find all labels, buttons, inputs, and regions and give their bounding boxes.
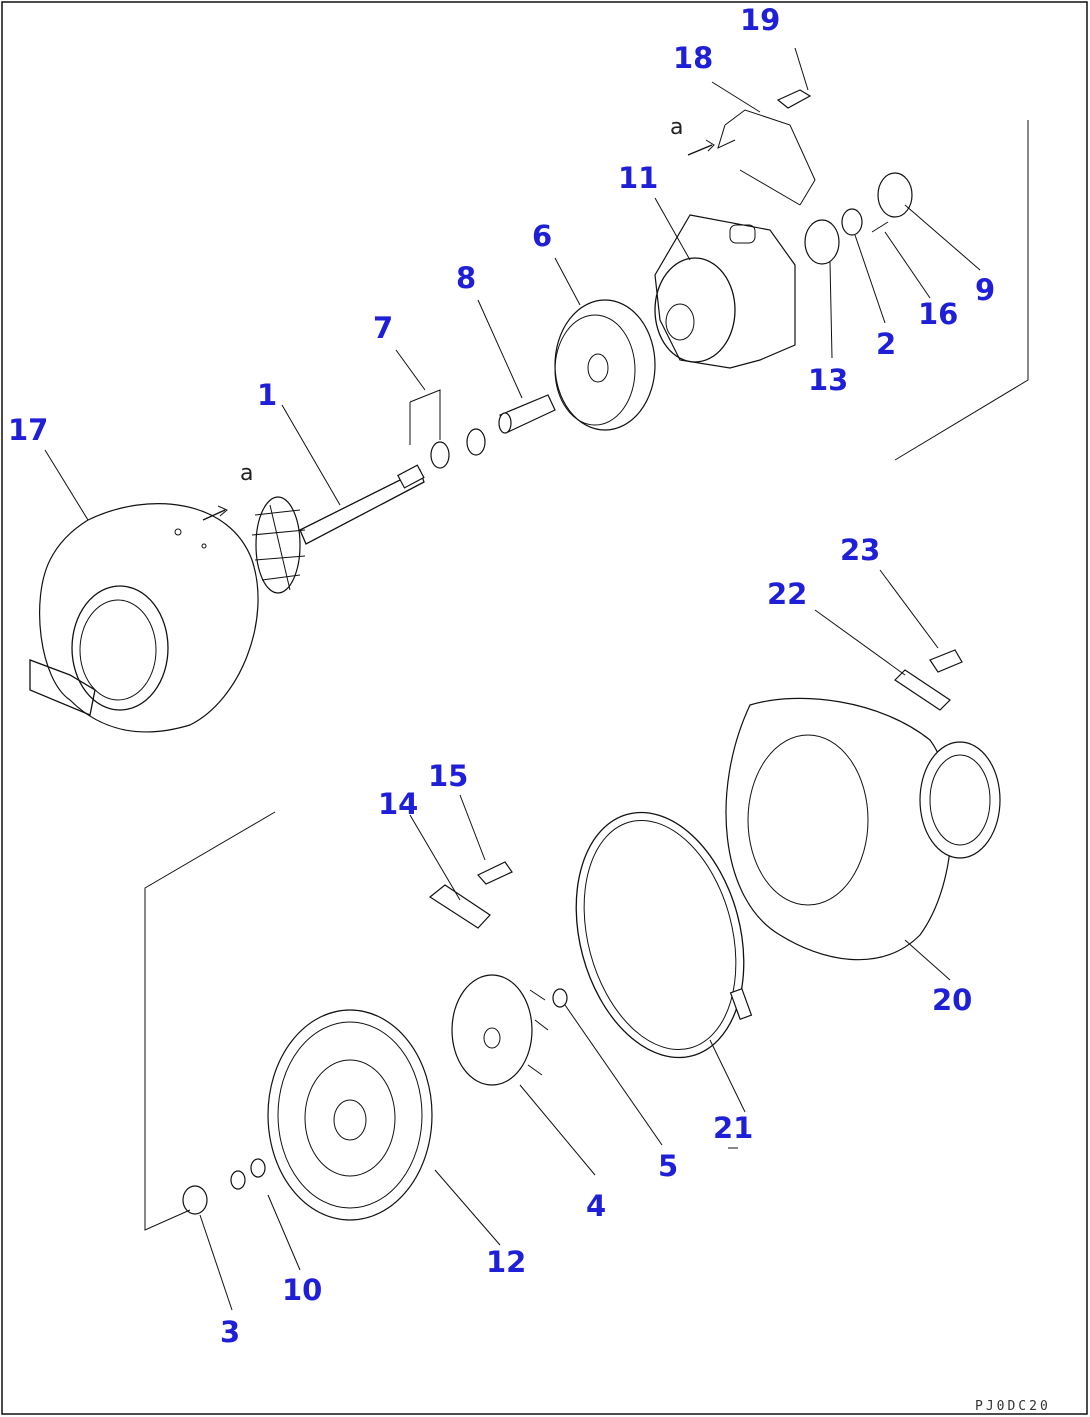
- bolt-part-23: [929, 649, 963, 673]
- bolt-part-19: [776, 89, 812, 109]
- callout-10: 10: [282, 1273, 322, 1307]
- pins-part-10: [230, 1158, 266, 1190]
- reference-letter-top: a: [670, 115, 683, 140]
- nut-part-5: [552, 988, 568, 1008]
- callout-23: 23: [840, 533, 880, 567]
- compressor-housing-part-20: [725, 697, 1001, 961]
- callout-16: 16: [918, 297, 958, 331]
- reference-marker-top: a: [670, 115, 715, 156]
- callout-19: 19: [740, 3, 780, 37]
- turbine-housing-part-17: [29, 503, 259, 733]
- plate-part-14: [428, 884, 491, 929]
- callout-4: 4: [586, 1189, 606, 1223]
- callout-1: 1: [257, 378, 277, 412]
- callout-8: 8: [456, 261, 476, 295]
- seal-rings-part-7: [409, 389, 486, 469]
- callout-17: 17: [8, 413, 48, 447]
- callout-7: 7: [373, 311, 393, 345]
- o-ring-part-13: [804, 219, 840, 265]
- callout-18: 18: [673, 41, 713, 75]
- turbine-shaft-part-1: [251, 464, 425, 594]
- callout-21: 21: [713, 1111, 753, 1145]
- drawing-code: PJ0DC20: [975, 1399, 1051, 1414]
- bearing-part-8: [498, 394, 556, 434]
- callout-12: 12: [486, 1245, 526, 1279]
- callout-20: 20: [932, 983, 972, 1017]
- callout-2: 2: [876, 327, 896, 361]
- assembly-bracket-upper: [894, 120, 1029, 461]
- leader-lines: [44, 47, 981, 1311]
- reference-marker-left: a: [202, 461, 253, 521]
- callout-14: 14: [378, 787, 418, 821]
- pin-part-16: [871, 221, 889, 233]
- callout-3: 3: [220, 1315, 240, 1349]
- callout-15: 15: [428, 759, 468, 793]
- compressor-wheel-part-4: [451, 974, 549, 1086]
- bracket-part-22: [894, 669, 951, 711]
- washer-part-2: [841, 208, 863, 236]
- callout-5: 5: [658, 1149, 678, 1183]
- reference-letter-left: a: [240, 461, 253, 486]
- callout-9: 9: [975, 273, 995, 307]
- bearing-housing-part-11: [654, 214, 796, 369]
- plug-part-3: [182, 1185, 208, 1215]
- callout-13: 13: [808, 363, 848, 397]
- bolt-part-15: [477, 861, 513, 885]
- center-plate-part-6: [554, 299, 656, 431]
- callout-6: 6: [532, 219, 552, 253]
- plate-part-18: [717, 109, 816, 206]
- clamp-band-part-21: [575, 811, 753, 1059]
- callout-22: 22: [767, 577, 807, 611]
- callout-11: 11: [618, 161, 658, 195]
- assembly-bracket-lower: [144, 811, 276, 1231]
- insert-part-9: [877, 172, 913, 218]
- cover-part-12: [267, 1009, 433, 1221]
